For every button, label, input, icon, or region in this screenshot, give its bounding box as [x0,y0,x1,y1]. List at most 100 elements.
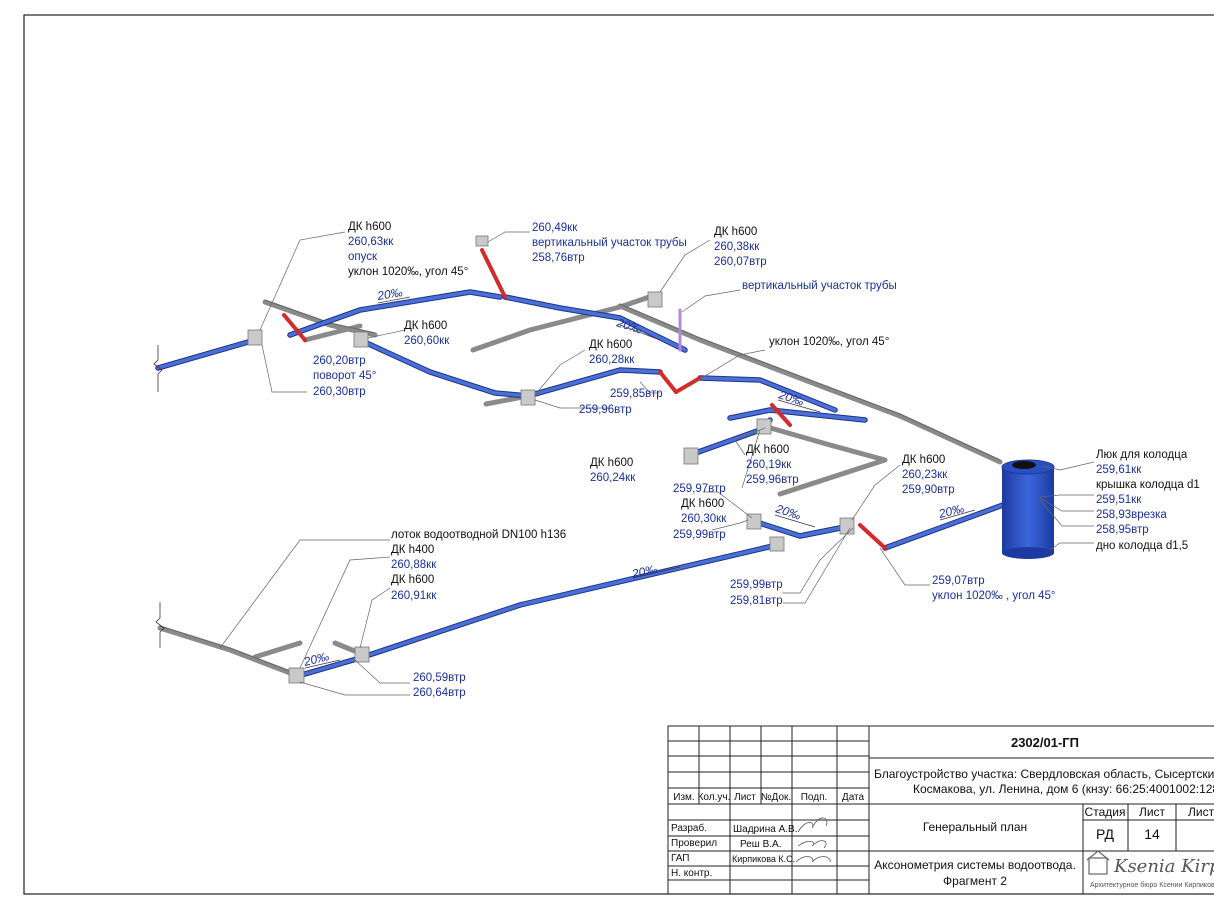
slope-label-3: 20‰ [776,387,805,408]
well-hatch [1012,461,1036,469]
logo-roof-icon [1086,850,1110,861]
drainage-network [155,248,1006,679]
dk8-top: 260,23кк [902,469,948,481]
name-2: Кирпикова К.С. [732,854,795,864]
name-1: Реш В.А. [740,839,782,850]
pipe-f [698,376,837,412]
slope-label-7: 20‰ [301,649,330,669]
gutter-bottom-left-edge [159,625,299,675]
vert2-a: вертикальный участок трубы [742,280,897,292]
doc-code: 2302/01-ГП [1011,735,1079,750]
well-body [1002,467,1054,553]
dk-box-12 [354,646,370,663]
dk1-bottom-b: поворот 45° [313,370,376,382]
sheet-value: 14 [1144,826,1160,842]
mark-25981: 259,81втр [730,595,783,607]
section-name: Генеральный план [923,820,1027,834]
well-c: крышка колодца d1 [1096,479,1200,491]
slope-label-4: 20‰ [773,501,802,522]
riser-4 [674,376,702,394]
dk-box-8 [746,513,762,530]
role-1: Проверил [671,838,717,849]
well-g: дно колодца d1,5 [1096,540,1188,552]
dk5-title: ДК h600 [590,457,633,469]
slope-label-2: 20‰ [614,315,643,336]
col-header-1: Кол.уч. [698,792,731,803]
slope-label-5: 20‰ [936,501,965,521]
signatures [795,817,831,863]
mark-25907: 259,07втр [932,575,985,587]
riser-1 [282,313,307,342]
break-mark-bottom [155,602,165,648]
dk1-bottom-c: 260,30втр [313,386,366,398]
pipe-b [288,290,502,337]
slope-arrows [304,296,976,669]
well-d: 259,51кк [1096,494,1142,506]
dk1-top: 260,63кк [348,236,394,248]
mark-25996: 259,96втр [579,404,632,416]
gutter-main-long [617,303,1003,465]
title-block-frame [667,725,1214,895]
gutter-trays [157,292,1003,679]
pipe-k [296,543,779,678]
gutter-mid-left [470,292,658,353]
pipe-e [526,368,662,398]
break-marks [153,345,165,648]
well-bottom [1002,547,1054,559]
well-a: Люк для колодца [1096,449,1188,461]
col-header-0: Изм. [673,792,694,803]
gutter-top-left-branch [302,323,363,343]
slope-label-6: 20‰ [630,562,659,581]
dk8-bottom: 259,90втр [902,484,955,496]
dk7-title: ДК h600 [681,498,724,510]
pipe-l [803,525,847,537]
signature-2 [797,840,827,849]
title-block [667,725,1214,895]
slope-note-2: уклон 1020‰ , угол 45° [932,590,1056,602]
role-3: Н. контр. [671,868,712,879]
well-b: 259,61кк [1096,464,1142,476]
dk10-top: 260,91кк [391,590,437,602]
dk1-line4: уклон 1020‰, угол 45° [348,266,468,278]
break-mark-top [153,345,163,392]
mark-25985: 259,85втр [610,388,663,400]
tray-label: лоток водоотводной DN100 h136 [391,529,566,541]
col-header-5: Дата [842,792,865,803]
logo-subtitle: Архитектурное бюро Ксении Кирпиковой [1090,881,1214,889]
vert1-c: 258,76втр [532,252,585,264]
riser-5 [770,403,792,427]
dk-box-10 [769,536,785,552]
inspection-wells [247,235,855,684]
dk-box-1 [247,329,263,346]
col-header-2: Лист [734,792,756,803]
pipe-d [503,295,687,352]
gutter-bottom-branch [252,640,303,660]
title-block-text: 2302/01-ГП Благоустройство участка: Свер… [671,735,1214,889]
vert1-b: вертикальный участок трубы [532,237,687,249]
dk1-bottom-a: 260,20втр [313,355,366,367]
pipe-c [358,338,530,398]
riser-3 [658,370,678,394]
dk-box-7 [756,418,772,435]
slope-note-1: уклон 1020‰, угол 45° [769,336,889,348]
dk-box-9 [839,517,855,535]
dk-box-11 [288,667,305,684]
col-header-4: Подп. [801,792,828,803]
gutter-main-long-edge [619,303,1001,461]
logo-text: Ksenia Kirpikova [1113,856,1214,877]
dk6-title: ДК h600 [746,444,789,456]
dk5-top: 260,24кк [590,472,636,484]
dk1-title: ДК h600 [348,221,391,233]
sheet-header: Лист [1139,805,1166,819]
role-2: ГАП [671,853,690,864]
mark-26059: 260,59втр [413,672,466,684]
well-f: 258,95втр [1096,524,1149,536]
drawing-line-1: Аксонометрия системы водоотвода. [874,858,1076,872]
dk4-title: ДК h600 [589,339,632,351]
dk3-title: ДК h600 [714,226,757,238]
drawing-line-2: Фрагмент 2 [943,874,1007,888]
vert1-a: 260,49кк [532,222,578,234]
dk8-title: ДК h600 [902,454,945,466]
col-header-3: №Док. [761,792,791,803]
dk2-title: ДК h600 [404,320,447,332]
